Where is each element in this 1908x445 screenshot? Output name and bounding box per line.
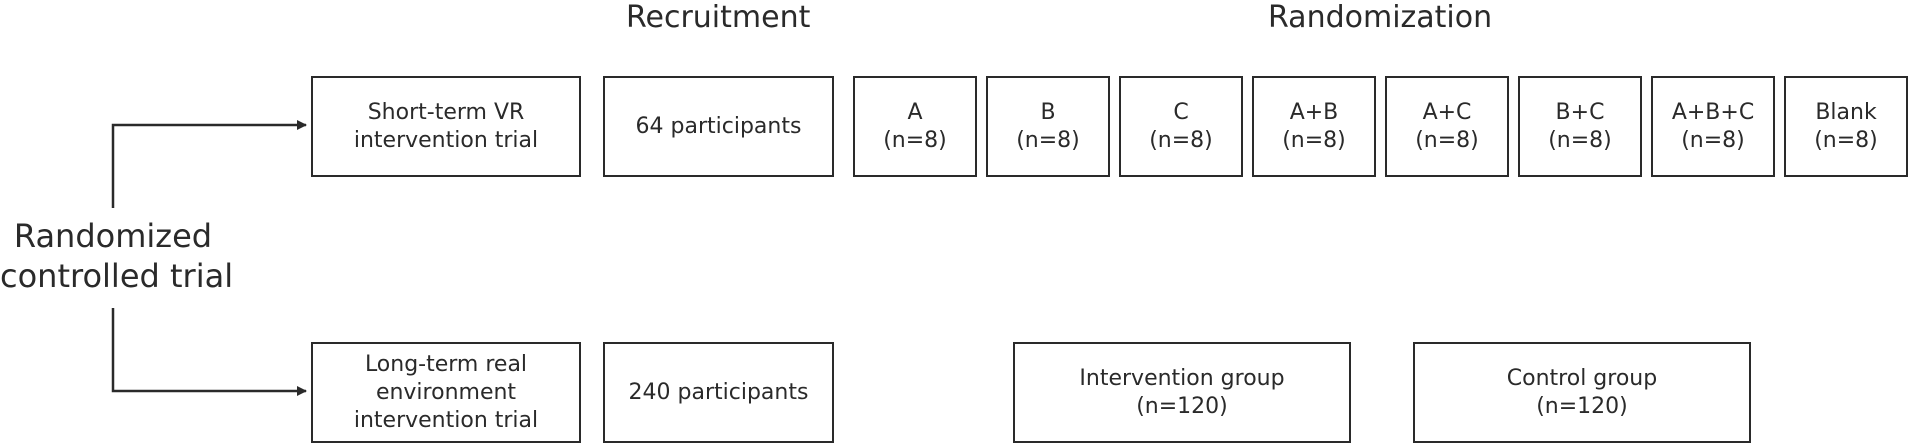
- long-term-trial-line3: intervention trial: [353, 407, 539, 433]
- arrow-to-short-term: [111, 120, 307, 208]
- group-name: A+B+C: [1671, 99, 1755, 125]
- group-count: (n=8): [1282, 127, 1346, 153]
- group-count: (n=8): [1415, 127, 1479, 153]
- short-term-participants: 64 participants: [635, 113, 802, 139]
- group-box-blank: Blank (n=8): [1784, 76, 1908, 177]
- group-count: (n=8): [1149, 127, 1213, 153]
- group-name: C: [1173, 99, 1189, 125]
- group-count: (n=8): [883, 127, 947, 153]
- group-count: (n=8): [1681, 127, 1745, 153]
- rct-label: Randomized controlled trial: [0, 216, 234, 296]
- group-name: A+B: [1289, 99, 1339, 125]
- long-term-participants: 240 participants: [628, 379, 809, 405]
- rct-label-line2: controlled trial: [0, 257, 234, 295]
- arrow-to-long-term: [111, 308, 307, 396]
- group-name: B: [1040, 99, 1056, 125]
- group-name: Blank: [1815, 99, 1877, 125]
- group-name: A: [907, 99, 923, 125]
- short-term-trial-line1: Short-term VR: [367, 99, 525, 125]
- intervention-group-box: Intervention group (n=120): [1013, 342, 1351, 443]
- group-name: B+C: [1555, 99, 1605, 125]
- group-box-b-c: B+C (n=8): [1518, 76, 1642, 177]
- group-name: A+C: [1422, 99, 1472, 125]
- group-box-a-b-c: A+B+C (n=8): [1651, 76, 1775, 177]
- group-box-a-c: A+C (n=8): [1385, 76, 1509, 177]
- group-box-a: A (n=8): [853, 76, 977, 177]
- group-count: (n=8): [1548, 127, 1612, 153]
- control-group-box: Control group (n=120): [1413, 342, 1751, 443]
- group-box-b: B (n=8): [986, 76, 1110, 177]
- long-term-participants-box: 240 participants: [603, 342, 834, 443]
- group-name: Intervention group: [1079, 365, 1285, 391]
- group-box-c: C (n=8): [1119, 76, 1243, 177]
- group-count: (n=120): [1536, 393, 1628, 419]
- long-term-trial-line1: Long-term real: [364, 351, 528, 377]
- group-name: Control group: [1506, 365, 1658, 391]
- randomization-heading: Randomization: [1268, 0, 1493, 35]
- group-count: (n=8): [1016, 127, 1080, 153]
- recruitment-heading: Recruitment: [626, 0, 811, 35]
- rct-label-line1: Randomized: [13, 217, 213, 255]
- long-term-trial-box: Long-term real environment intervention …: [311, 342, 581, 443]
- short-term-trial-box: Short-term VR intervention trial: [311, 76, 581, 177]
- short-term-participants-box: 64 participants: [603, 76, 834, 177]
- long-term-trial-line2: environment: [375, 379, 517, 405]
- group-box-a-b: A+B (n=8): [1252, 76, 1376, 177]
- group-count: (n=8): [1814, 127, 1878, 153]
- short-term-trial-line2: intervention trial: [353, 127, 539, 153]
- group-count: (n=120): [1136, 393, 1228, 419]
